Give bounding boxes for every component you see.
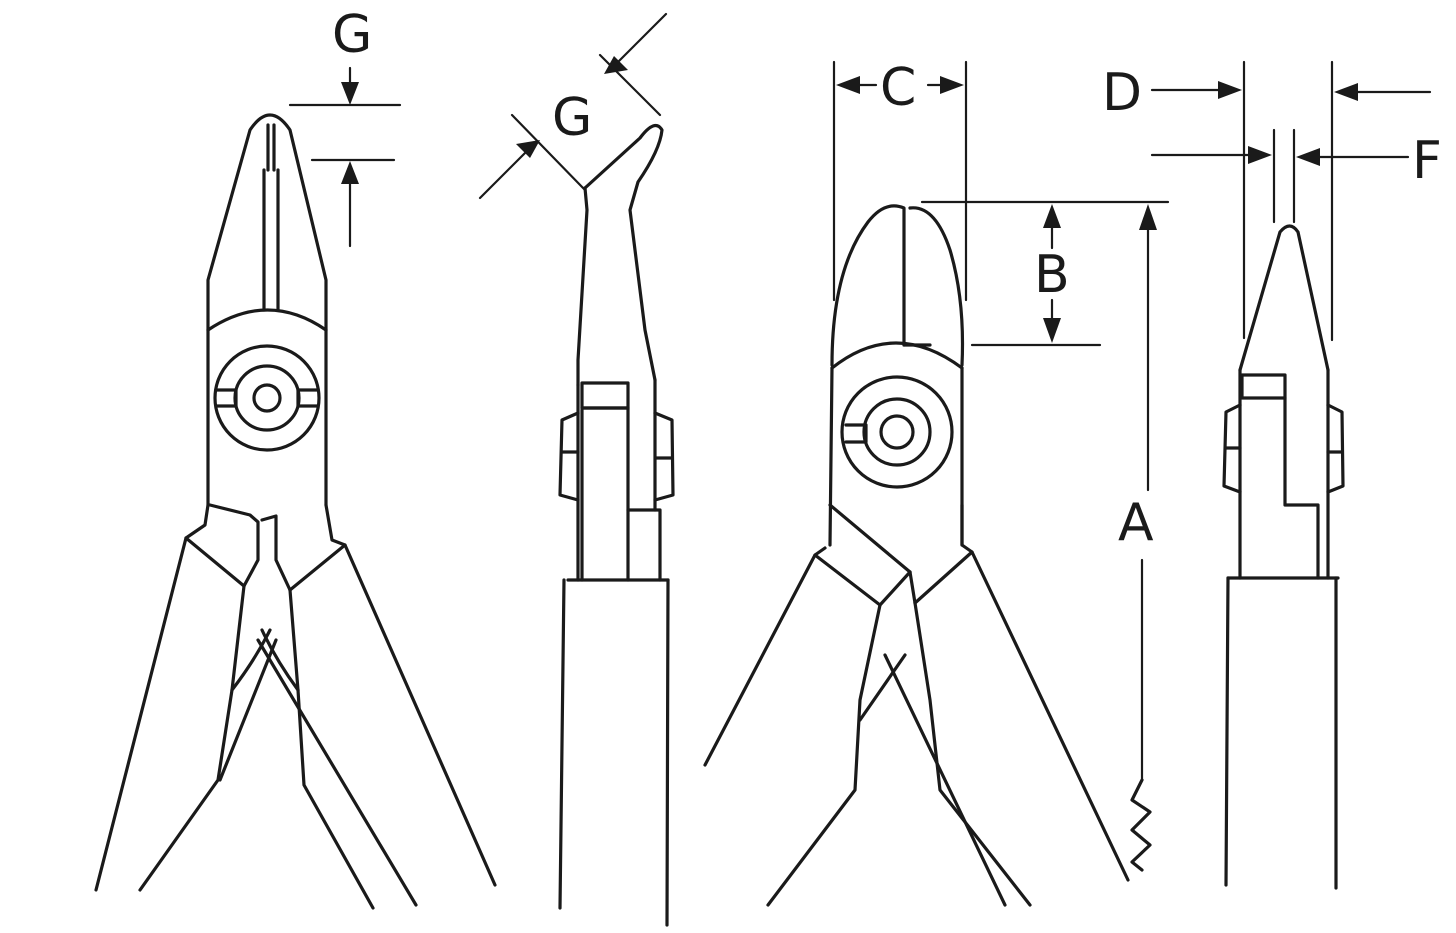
pliers-side-view-angled: G <box>478 12 675 927</box>
label-f: F <box>1412 131 1442 191</box>
label-c: C <box>880 58 916 118</box>
label-a: A <box>1118 493 1154 553</box>
pliers-front-view-pointed: G <box>94 5 497 910</box>
label-b: B <box>1034 245 1070 305</box>
label-g-side: G <box>552 88 592 148</box>
pliers-front-view-cutter: C B A <box>703 58 1170 907</box>
pliers-side-view-cutter: D F <box>1102 60 1442 890</box>
label-g-front: G <box>332 5 372 65</box>
label-d: D <box>1102 63 1142 123</box>
